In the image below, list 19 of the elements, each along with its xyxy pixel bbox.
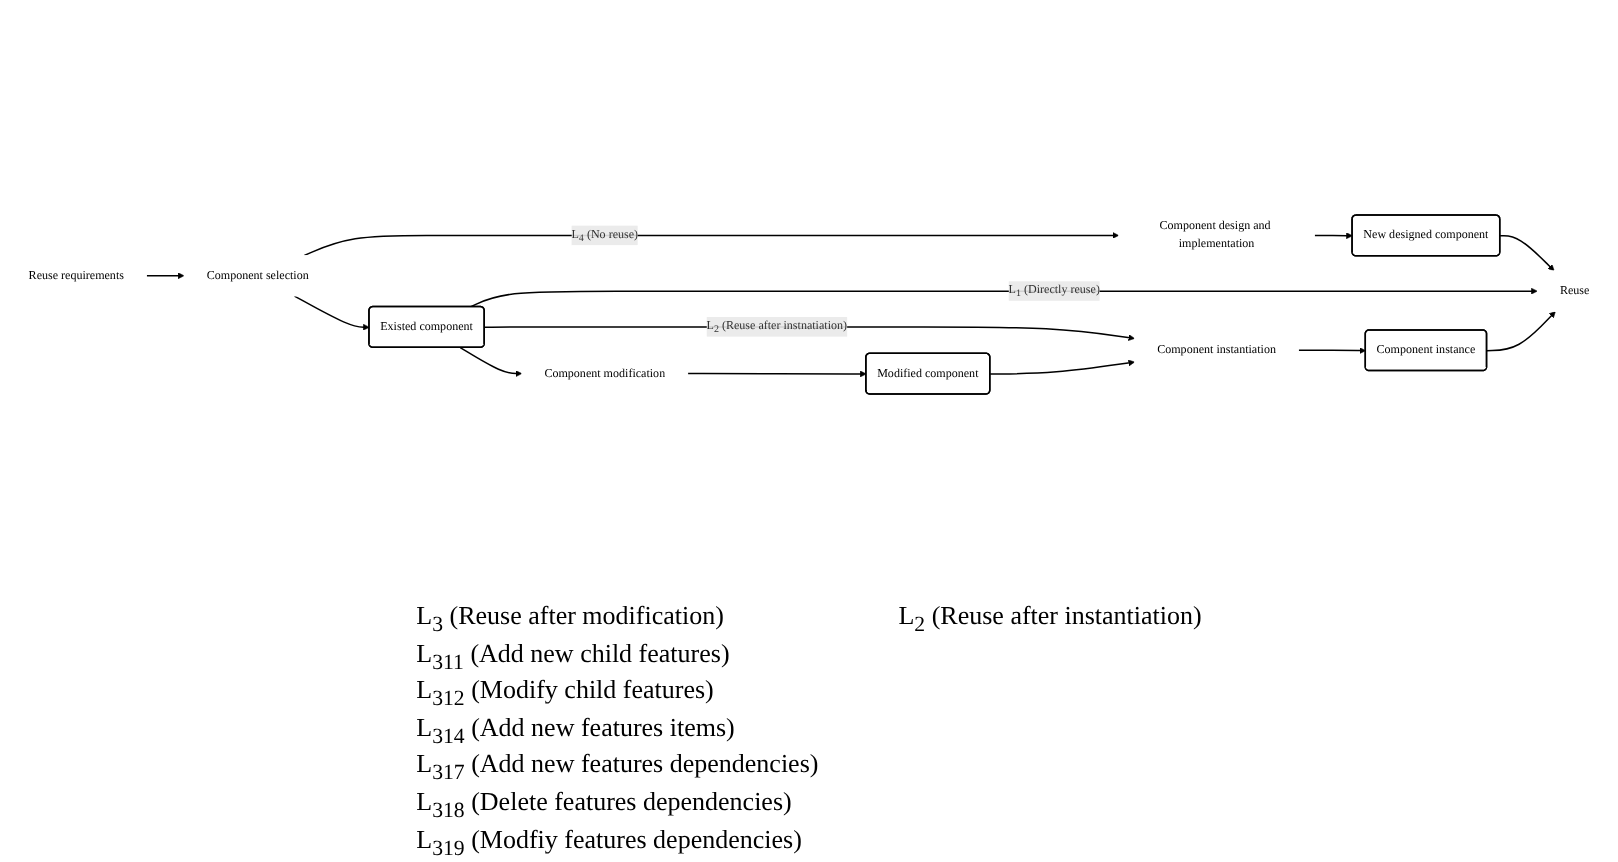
- arrow: [1499, 235, 1555, 272]
- arrow: [1297, 347, 1366, 354]
- note-text: L$_{312}$ (Modify child features): [416, 674, 716, 712]
- arrow: [293, 295, 370, 331]
- arrow: [1486, 311, 1556, 352]
- note-text: L$_{314}$ (Add new features items): [416, 711, 737, 749]
- note-text: L$_{317}$ (Add new features dependencies): [416, 748, 819, 786]
- arrow: [303, 232, 1119, 257]
- arrow: [989, 359, 1135, 375]
- note-text: L$_{2}$ (Reuse after instantiation): [898, 600, 1202, 638]
- note-text: L$_{311}$ (Add new child features): [416, 637, 732, 675]
- note-text: L$_{318}$ (Delete features dependencies): [416, 785, 794, 824]
- arrow: [145, 272, 185, 280]
- note-text: L$_{319}$ (Modfiy features dependencies): [416, 823, 804, 861]
- note-text: L$_{3}$ (Reuse after modification): [416, 600, 726, 638]
- arrow: [1313, 232, 1353, 239]
- arrow: [459, 346, 523, 377]
- arrow: [687, 370, 867, 378]
- arrow: [469, 287, 1538, 308]
